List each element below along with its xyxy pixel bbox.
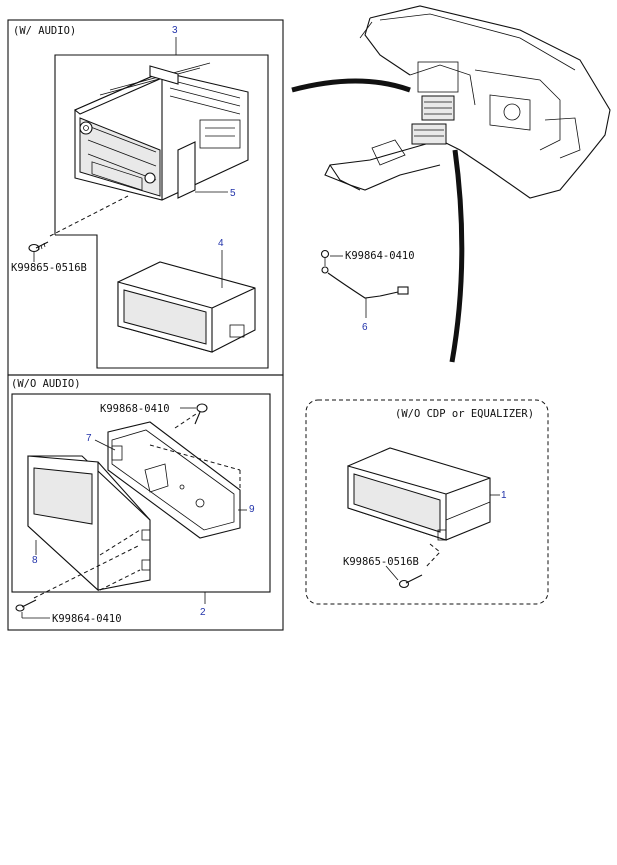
fastener-bolt-console: K99864-0410	[345, 250, 415, 262]
console-bolt-icon	[320, 249, 330, 274]
pocket-dash-3	[99, 529, 141, 556]
callout-7: 7	[86, 433, 92, 444]
pocket-part-4	[117, 261, 256, 353]
fastener-screw-bracket: K99868-0410	[100, 403, 170, 415]
callout-2: 2	[200, 607, 206, 618]
no-audio-group-frame	[7, 374, 284, 631]
section-with-audio: (W/ AUDIO)	[13, 25, 76, 37]
pocket-part-1	[347, 447, 491, 541]
callout-8: 8	[32, 555, 38, 566]
cdp-screw-icon	[398, 574, 423, 589]
leader-screw-cdp	[385, 565, 399, 581]
pointer-arc-lower	[449, 149, 465, 363]
callout-5: 5	[230, 188, 236, 199]
screw-icon	[28, 241, 49, 253]
cdp-screw-path	[424, 543, 441, 569]
section-without-audio: (W/O AUDIO)	[11, 378, 81, 390]
callout-1: 1	[501, 490, 507, 501]
fastener-screw-audio: K99865-0516B	[11, 262, 87, 274]
pointer-arc-upper	[291, 78, 411, 93]
callout-3: 3	[172, 25, 178, 36]
section-without-cdp: (W/O CDP or EQUALIZER)	[395, 408, 534, 420]
screw-path-audio	[49, 195, 129, 237]
callout-4: 4	[218, 238, 224, 249]
cdp-group-frame	[305, 399, 549, 605]
callout-6: 6	[362, 322, 368, 333]
no-audio-inner-frame	[11, 393, 271, 593]
dashboard-illustration	[324, 5, 611, 199]
bracket-screw-icon	[194, 403, 208, 425]
bracket-plate	[107, 421, 241, 539]
audio-unit	[73, 62, 249, 201]
callout-9: 9	[249, 504, 255, 515]
wire-harness-part-6	[327, 272, 409, 299]
pocket-part-8	[27, 455, 151, 592]
bracket-dash-3	[174, 413, 197, 429]
pocket-dash-2	[99, 569, 141, 591]
fastener-screw-pocket: K99864-0410	[52, 613, 122, 625]
bracket-dash-1	[149, 444, 241, 471]
pocket-dash-1	[33, 544, 141, 599]
audio-unit-bracket-frame	[54, 54, 269, 369]
fastener-screw-cdp: K99865-0516B	[343, 556, 419, 568]
leader-7	[94, 439, 116, 451]
pocket-screw-icon	[15, 599, 37, 612]
